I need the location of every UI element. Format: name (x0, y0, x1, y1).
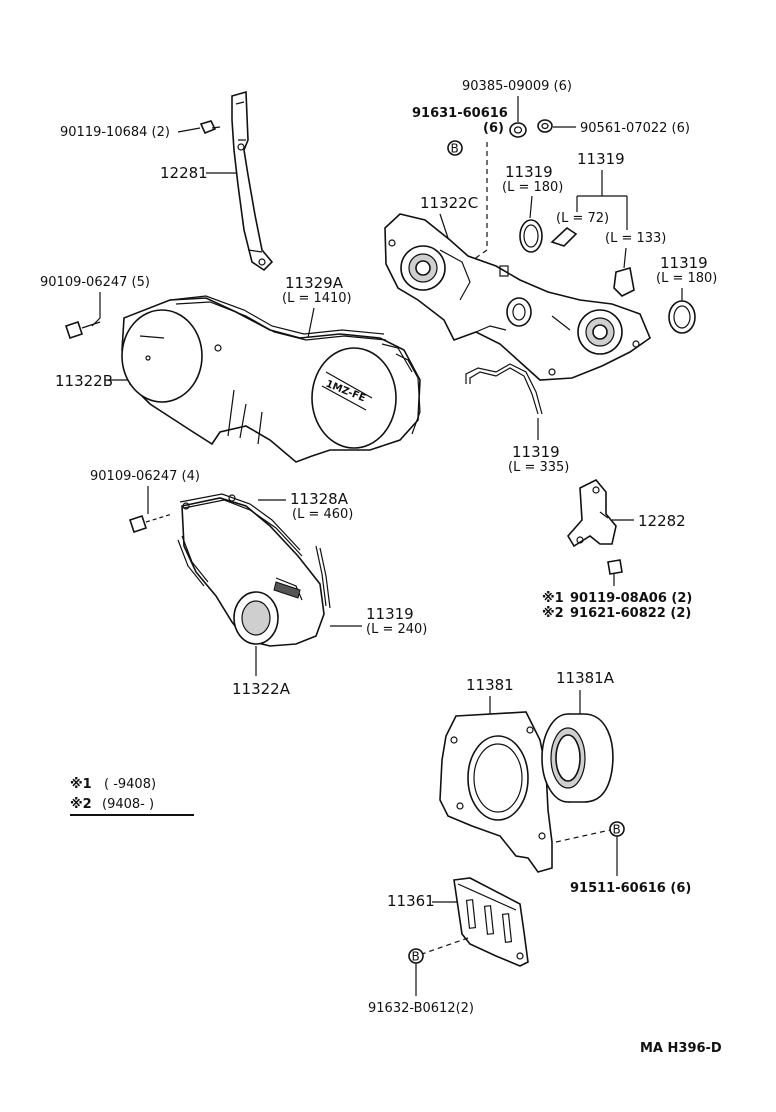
legend1-range: ( -9408) (104, 777, 156, 792)
label-11328a: 11328A (290, 490, 349, 508)
label-91511-60616: 91511-60616 (6) (570, 881, 691, 896)
label-91632-b0612: 91632-B0612(2) (368, 1001, 474, 1016)
timing-belt-cover-11322c (384, 213, 651, 381)
label-12281: 12281 (160, 164, 208, 182)
label-12282: 12282 (638, 512, 686, 530)
label-90109-06247-4: 90109-06247 (4) (90, 469, 200, 484)
label-11319-a: 11319 (505, 163, 553, 181)
label-90561-07022: 90561-07022 (6) (580, 121, 690, 136)
label-l72: (L = 72) (556, 211, 609, 226)
label-11319-a-length: (L = 180) (502, 180, 563, 195)
legend2-range: (9408- ) (102, 797, 154, 812)
gasket-11319-ring-a (519, 219, 543, 253)
diagram-code: MA H396-D (640, 1041, 722, 1056)
label-91621-60822: 91621-60822 (2) (570, 606, 691, 621)
gasket-11319-l133 (613, 266, 635, 297)
label-11319-r-length: (L = 180) (656, 271, 717, 286)
oil-seal-11381a (541, 713, 614, 803)
label-11319-240-length: (L = 240) (366, 622, 427, 637)
label-11322a: 11322A (232, 680, 291, 698)
washer-90561-07022 (537, 119, 553, 133)
gasket-11319-ring-r (668, 300, 696, 334)
label-90385-09009: 90385-09009 (6) (462, 79, 572, 94)
label-11329a: 11329A (285, 274, 344, 292)
gasket-11319-l72 (550, 226, 578, 247)
label-11381a: 11381A (556, 669, 615, 687)
label-l133: (L = 133) (605, 231, 666, 246)
label-90109-06247-5: 90109-06247 (5) (40, 275, 150, 290)
b-marker-91632: B (408, 948, 424, 964)
label-11319-top: 11319 (577, 150, 625, 168)
note1-mark: ※1 (542, 591, 564, 606)
label-91631-qty: (6) (483, 121, 504, 136)
legend2-mark: ※2 (70, 797, 92, 812)
label-11319-240: 11319 (366, 605, 414, 623)
timing-belt-cover-11322b: 1MZ-FE (121, 295, 421, 463)
svg-text:B: B (613, 823, 621, 837)
bolt-12282 (607, 559, 623, 586)
b-marker-91511: B (609, 821, 625, 837)
label-11319-335-length: (L = 335) (508, 460, 569, 475)
label-11361: 11361 (387, 892, 435, 910)
svg-text:B: B (451, 142, 459, 156)
legend1-mark: ※1 (70, 777, 92, 792)
b-marker-91631: B (447, 140, 463, 156)
bracket-12281 (231, 90, 274, 272)
oil-seal-retainer-11381 (439, 711, 553, 873)
plate-11361 (453, 877, 529, 967)
note2-mark: ※2 (542, 606, 564, 621)
bolt-90109-06247-5 (64, 320, 101, 340)
gasket-11319-l335 (465, 363, 543, 415)
bolt-90109-06247-4 (128, 513, 173, 534)
label-91631-60616: 91631-60616 (412, 106, 508, 121)
bolt-90119-10684 (199, 120, 221, 135)
label-11322c: 11322C (420, 194, 478, 212)
label-11329a-length: (L = 1410) (282, 291, 352, 306)
label-11319-335: 11319 (512, 443, 560, 461)
label-11322b: 11322B (55, 372, 113, 390)
label-11328a-length: (L = 460) (292, 507, 353, 522)
timing-belt-cover-11322a (177, 493, 331, 647)
legend: ※1 ( -9408) ※2 (9408- ) (70, 777, 194, 816)
svg-text:B: B (412, 950, 420, 964)
bracket-12282 (567, 479, 617, 548)
label-11381: 11381 (466, 676, 514, 694)
label-11319-r: 11319 (660, 254, 708, 272)
nut-90385-09009 (509, 122, 527, 138)
label-90119-10684: 90119-10684 (2) (60, 125, 170, 140)
label-90119-08a06: 90119-08A06 (2) (570, 591, 692, 606)
